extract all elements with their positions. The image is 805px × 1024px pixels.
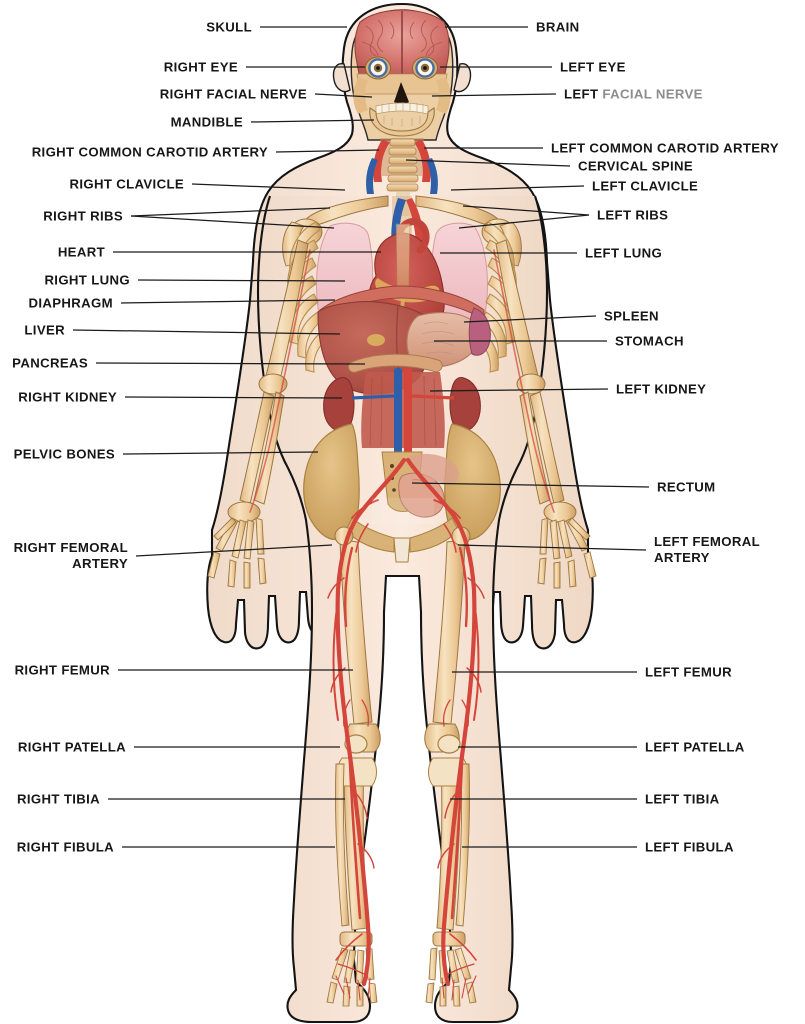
label-left-common-carotid: LEFT COMMON CAROTID ARTERY	[551, 140, 779, 156]
stomach-organ	[406, 312, 480, 368]
cervical-spine-bones	[386, 138, 419, 192]
label-left-lung: LEFT LUNG	[585, 245, 663, 261]
label-right-facial-nerve: RIGHT FACIAL NERVE	[159, 86, 307, 102]
label-right-patella: RIGHT PATELLA	[17, 739, 126, 755]
label-right-femoral-artery: RIGHT FEMORAL ARTERY	[13, 540, 128, 571]
label-left-tibia: LEFT TIBIA	[645, 791, 720, 807]
label-left-femur: LEFT FEMUR	[645, 664, 733, 680]
inferior-vena-cava	[394, 368, 402, 460]
right-femur-bone	[339, 539, 373, 725]
label-left-patella: LEFT PATELLA	[645, 739, 745, 755]
label-left-clavicle: LEFT CLAVICLE	[592, 178, 699, 194]
mandible-bone	[369, 107, 435, 137]
abdominal-aorta	[404, 368, 412, 460]
label-stomach: STOMACH	[615, 333, 684, 349]
right-fibula-bone	[335, 763, 350, 927]
label-right-femur: RIGHT FEMUR	[14, 662, 110, 678]
label-liver: LIVER	[24, 322, 65, 338]
left-patella-bone	[437, 734, 461, 754]
label-right-eye: RIGHT EYE	[163, 59, 238, 75]
left-fibula-bone	[455, 763, 470, 927]
label-right-common-carotid: RIGHT COMMON CAROTID ARTERY	[31, 144, 268, 160]
skull-and-brain	[332, 9, 472, 141]
label-left-fibula: LEFT FIBULA	[645, 839, 734, 855]
abdomen	[317, 285, 491, 505]
label-right-tibia: RIGHT TIBIA	[17, 791, 100, 807]
label-left-facial-nerve: LEFT FACIAL NERVE	[564, 86, 703, 102]
arterial-system	[249, 249, 555, 1001]
label-right-ribs: RIGHT RIBS	[43, 208, 123, 224]
eyes	[365, 56, 438, 80]
label-right-fibula: RIGHT FIBULA	[16, 839, 114, 855]
label-skull: SKULL	[206, 19, 252, 35]
label-pelvic-bones: PELVIC BONES	[13, 446, 115, 462]
label-right-clavicle: RIGHT CLAVICLE	[69, 176, 184, 192]
left-femur-bone	[432, 539, 466, 725]
label-left-femoral-artery: LEFT FEMORAL ARTERY	[654, 534, 761, 565]
neck-structures	[366, 138, 438, 216]
label-cervical-spine: CERVICAL SPINE	[578, 158, 694, 174]
label-left-kidney: LEFT KIDNEY	[616, 381, 707, 397]
label-heart: HEART	[57, 244, 105, 260]
label-right-lung: RIGHT LUNG	[44, 272, 130, 288]
label-rectum: RECTUM	[657, 479, 716, 495]
label-pancreas: PANCREAS	[12, 355, 88, 371]
label-diaphragm: DIAPHRAGM	[28, 295, 113, 311]
label-mandible: MANDIBLE	[170, 114, 243, 130]
label-left-eye: LEFT EYE	[560, 59, 626, 75]
label-left-ribs: LEFT RIBS	[597, 207, 669, 223]
label-brain: BRAIN	[536, 19, 580, 35]
label-right-kidney: RIGHT KIDNEY	[18, 389, 117, 405]
label-spleen: SPLEEN	[604, 308, 659, 324]
